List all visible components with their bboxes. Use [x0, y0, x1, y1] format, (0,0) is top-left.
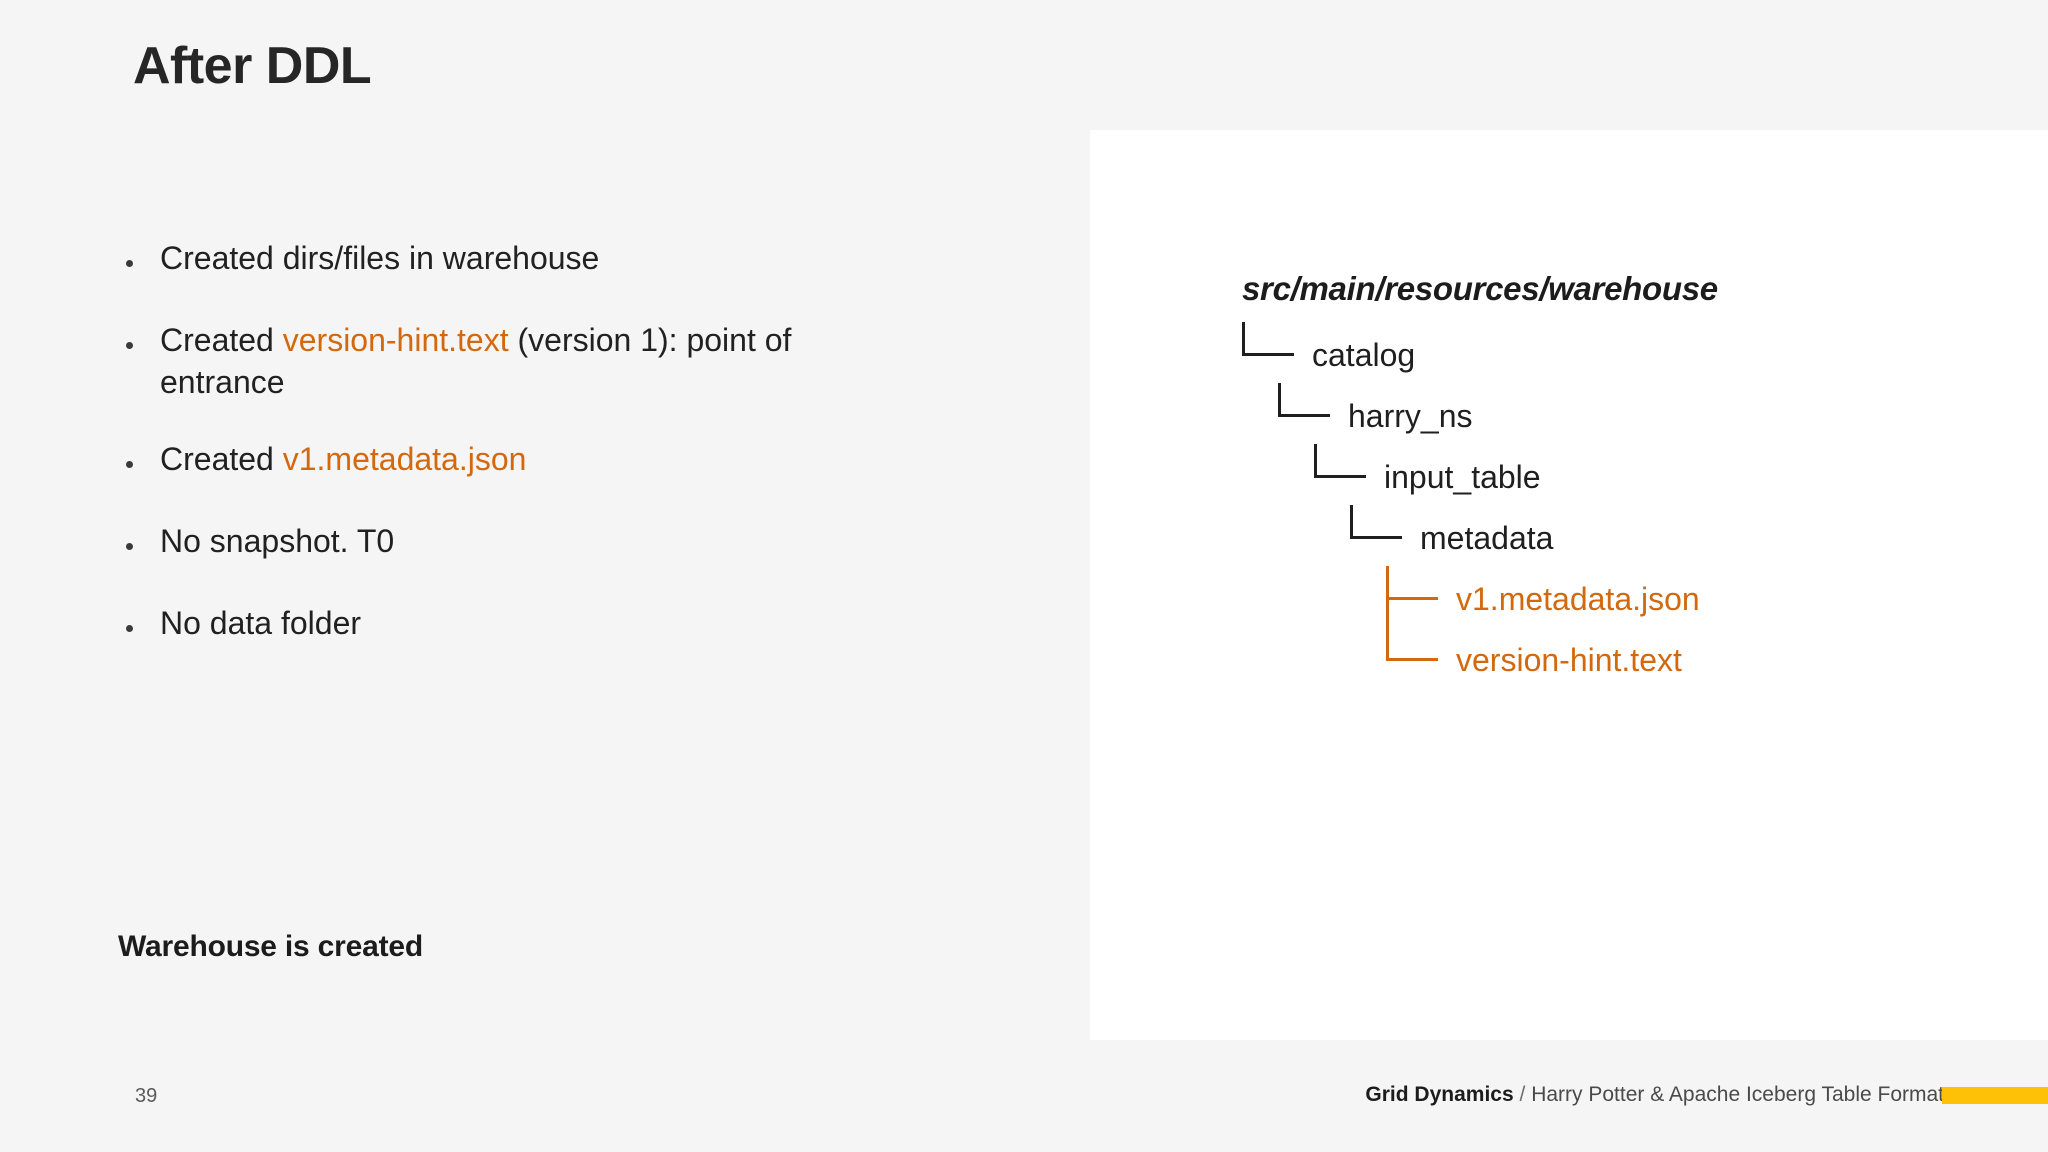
tree-node-label: version-hint.text — [1456, 641, 1682, 678]
tree-node: v1.metadata.json — [1386, 566, 1718, 630]
tree-node: input_table — [1314, 444, 1718, 507]
bullet-text: No data folder — [160, 603, 361, 645]
footer-credit: Grid Dynamics / Harry Potter & Apache Ic… — [1365, 1083, 1944, 1107]
tree-branch-elbow-icon — [1314, 444, 1376, 507]
bullet-text-prefix: No snapshot. T0 — [160, 523, 395, 560]
tree-branch-elbow-icon — [1242, 322, 1304, 385]
tree-node: version-hint.text — [1386, 627, 1718, 690]
page-number: 39 — [135, 1085, 158, 1107]
tree-branch-tee-icon — [1386, 566, 1448, 630]
bullet-text-accent: version-hint.text — [282, 322, 509, 358]
directory-tree: src/main/resources/warehouse catalog harr… — [1242, 270, 1718, 690]
bullet-item: Created version-hint.text (version 1): p… — [120, 320, 820, 403]
bullet-item: Created v1.metadata.json — [120, 439, 820, 485]
footer-separator: / — [1519, 1083, 1526, 1106]
tree-node-list: catalog harry_ns input_table metadata v1.met… — [1242, 322, 1718, 690]
footer-subject: Harry Potter & Apache Iceberg Table Form… — [1531, 1083, 1944, 1106]
bullet-item: No data folder — [120, 603, 820, 649]
bullet-dot-icon — [120, 320, 160, 366]
bullet-dot-icon — [120, 521, 160, 567]
bullet-text-suffix: (version 1): point of entrance — [160, 322, 792, 400]
bullet-dot-icon — [120, 439, 160, 485]
tree-node-label: harry_ns — [1348, 397, 1473, 434]
bullet-text-accent: v1.metadata.json — [282, 441, 527, 478]
page-title: After DDL — [133, 37, 372, 95]
bullet-dot-icon — [120, 603, 160, 649]
bullet-text-prefix: Created dirs/files in warehouse — [160, 240, 600, 276]
tree-node: catalog — [1242, 322, 1718, 385]
tree-branch-elbow-icon — [1350, 505, 1412, 568]
tree-node-label: v1.metadata.json — [1456, 580, 1700, 617]
brand-accent-bar — [1942, 1087, 2048, 1104]
bullet-text-prefix: Created — [160, 322, 283, 358]
tree-node-label: metadata — [1420, 519, 1554, 556]
bullet-dot-icon — [120, 238, 160, 284]
tree-branch-elbow-icon — [1386, 627, 1448, 690]
footer-brand: Grid Dynamics — [1365, 1083, 1514, 1106]
bullet-text: Created dirs/files in warehouse — [160, 238, 599, 280]
tree-branch-elbow-icon — [1278, 383, 1340, 446]
bullet-text-prefix: No data folder — [160, 605, 362, 642]
bullet-item: No snapshot. T0 — [120, 521, 820, 567]
tree-node-label: input_table — [1384, 458, 1541, 495]
tree-node: metadata — [1350, 505, 1718, 568]
conclusion-text: Warehouse is created — [118, 930, 424, 963]
bullet-text: Created v1.metadata.json — [160, 439, 526, 481]
tree-node: harry_ns — [1278, 383, 1718, 446]
tree-root-path: src/main/resources/warehouse — [1242, 270, 1718, 307]
bullet-item: Created dirs/files in warehouse — [120, 238, 820, 284]
tree-node-label: catalog — [1312, 336, 1416, 373]
bullet-text: Created version-hint.text (version 1): p… — [160, 320, 820, 403]
tree-panel: src/main/resources/warehouse catalog harr… — [1090, 130, 2048, 1040]
bullet-text: No snapshot. T0 — [160, 521, 394, 563]
bullet-text-prefix: Created — [160, 441, 283, 478]
